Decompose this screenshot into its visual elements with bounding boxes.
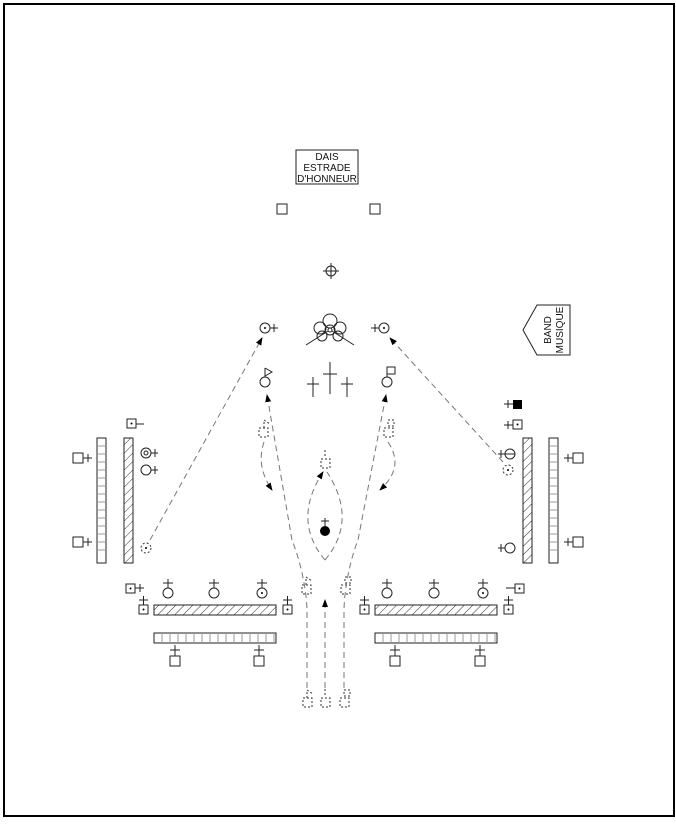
dashed-figure-icon (258, 419, 395, 708)
flag-bearer-right-icon (381, 366, 396, 388)
troop-rank-left-outer (96, 437, 107, 564)
dais-label-2: ESTRADE (303, 163, 351, 174)
dais-label-1: DAIS (315, 152, 339, 163)
officer-filled-icon (320, 518, 330, 536)
troop-rank-right-outer (548, 437, 559, 564)
troop-rank-bottom-right-front (374, 604, 498, 616)
square-marker-left (276, 203, 288, 215)
dais-box: DAIS ESTRADE D'HONNEUR (295, 149, 359, 185)
cross-icon-small-right (341, 377, 353, 397)
wreath-icon (305, 313, 355, 346)
band-label-2: MUSIQUE (555, 306, 566, 353)
band-label-1: BAND (543, 316, 554, 344)
officer-left-icon (259, 322, 278, 334)
commander-right-icons (498, 400, 584, 554)
flag-bearer-left-icon (259, 367, 274, 388)
troop-rank-bottom-left-front (153, 604, 277, 616)
commander-left-icons (72, 418, 158, 554)
troop-rank-bottom-right-rear (374, 632, 498, 644)
band-box: BAND MUSIQUE (522, 304, 571, 356)
square-marker-right (369, 203, 381, 215)
bottom-officer-icons (125, 579, 525, 667)
dais-label-3: D'HONNEUR (297, 174, 357, 185)
troop-rank-left-inner (123, 437, 134, 564)
cross-icon-small-left (307, 377, 319, 397)
diagram-frame (3, 3, 675, 817)
crosshair-icon (323, 263, 339, 279)
cross-icon-large (323, 362, 337, 394)
officer-right-icon (371, 322, 390, 334)
troop-rank-right-inner (522, 437, 533, 564)
troop-rank-bottom-left-rear (153, 632, 277, 644)
movement-paths (149, 337, 504, 688)
